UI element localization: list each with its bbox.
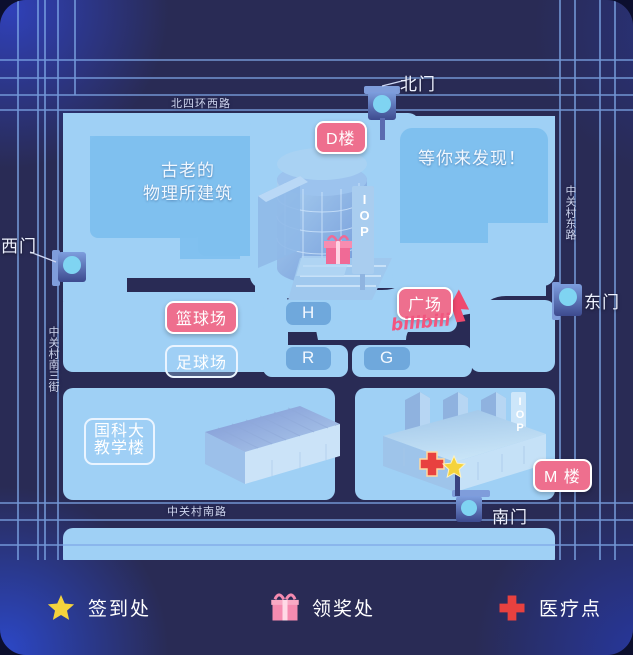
map-canvas[interactable]: 北四环西路 中关村南路 中关村南三街 中关村东路 北门 西门 东门 南门 古老的… <box>0 0 633 560</box>
legend-item-medical: 医疗点 <box>497 593 602 623</box>
west-gate-marker <box>29 250 86 286</box>
south-gate-marker <box>452 470 490 522</box>
badge-building-h[interactable]: H <box>286 302 332 325</box>
map-vector-art <box>0 0 633 560</box>
area-old-physics-building: 古老的 物理所建筑 <box>108 160 268 206</box>
area-discover: 等你来发现！ <box>418 149 526 168</box>
legend-label-medical: 医疗点 <box>539 599 603 620</box>
road-label-north-ring: 北四环西路 <box>171 98 231 110</box>
iop-sign-south: IOP <box>514 396 526 435</box>
medical-marker-icon <box>419 451 445 477</box>
badge-football-field[interactable]: 足球场 <box>165 345 239 378</box>
road-label-east: 中关村东路 <box>564 185 576 240</box>
gate-label-north[interactable]: 北门 <box>400 75 436 94</box>
road-label-south: 中关村南路 <box>167 506 227 518</box>
gate-label-east[interactable]: 东门 <box>584 293 620 312</box>
legend-item-checkin: 签到处 <box>46 593 151 623</box>
gift-icon <box>271 592 299 620</box>
badge-ucas-teaching-building[interactable]: 国科大 教学楼 <box>84 418 156 465</box>
teaching-building-3d <box>205 406 340 484</box>
area-old-physics-line2: 物理所建筑 <box>143 183 233 203</box>
map-legend: 签到处 领奖处 医疗点 <box>0 560 633 655</box>
badge-basketball-court[interactable]: 篮球场 <box>165 301 239 334</box>
gate-label-south[interactable]: 南门 <box>492 508 528 527</box>
area-old-physics-line1: 古老的 <box>161 161 215 180</box>
iop-sign-north: IOP <box>357 192 372 240</box>
north-gate-marker <box>364 78 411 140</box>
gate-label-west[interactable]: 西门 <box>1 237 37 256</box>
building-m-3d <box>383 392 546 492</box>
badge-ucas-line2: 教学楼 <box>94 439 146 457</box>
east-gate-marker <box>552 282 582 320</box>
badge-building-g[interactable]: G <box>364 347 411 370</box>
road-label-west-street: 中关村南三街 <box>47 326 59 392</box>
badge-ucas-line1: 国科大 <box>94 423 146 440</box>
badge-building-r[interactable]: R <box>286 347 332 370</box>
legend-label-checkin: 签到处 <box>88 599 152 620</box>
legend-item-prize: 领奖处 <box>270 592 376 623</box>
iop-post-north <box>352 186 374 290</box>
plaza-arrow-icon <box>445 289 470 323</box>
badge-plaza[interactable]: 广场 <box>397 287 454 320</box>
legend-label-prize: 领奖处 <box>312 599 376 620</box>
badge-building-m[interactable]: M 楼 <box>533 459 592 492</box>
cross-icon <box>499 595 525 620</box>
checkin-marker-icon <box>441 454 467 478</box>
star-icon <box>47 594 75 620</box>
badge-building-d[interactable]: D楼 <box>315 121 367 154</box>
gift-marker-icon <box>324 235 352 264</box>
